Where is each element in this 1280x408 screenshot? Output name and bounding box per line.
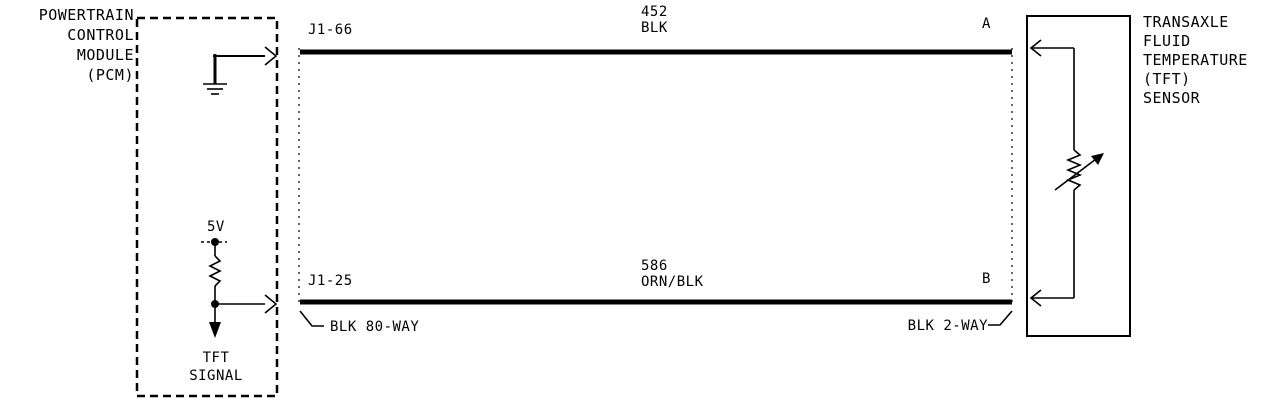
pcm-connector-label: BLK 80-WAY xyxy=(330,319,419,335)
sensor-label-line-4: (TFT) xyxy=(1143,70,1191,88)
sensor-label-line-5: SENSOR xyxy=(1143,89,1201,107)
wire-2-sensor-pin: B xyxy=(982,271,991,287)
wire-1-sensor-pin: A xyxy=(982,16,991,32)
sensor-box xyxy=(1026,15,1131,337)
signal-arrow-down-icon xyxy=(209,322,221,338)
pin-j1-66-arrow-icon xyxy=(264,46,278,66)
pcm-connector-bracket xyxy=(299,310,324,327)
wire-2-pcm-pin: J1-25 xyxy=(308,273,353,289)
sensor-pin-b-arrow-icon xyxy=(1029,289,1042,307)
sensor-connector-label: BLK 2-WAY xyxy=(908,318,988,334)
ground-reference xyxy=(203,54,265,95)
sensor-label-line-2: FLUID xyxy=(1143,32,1191,50)
sensor-label: TRANSAXLE FLUID TEMPERATURE (TFT) SENSOR xyxy=(1143,13,1248,107)
pin-j1-25-arrow-icon xyxy=(264,294,278,314)
signal-label-line-2: SIGNAL xyxy=(189,368,243,384)
pcm-label-line-4: (PCM) xyxy=(86,66,134,84)
thermistor-variable-arrow-icon xyxy=(1091,153,1104,165)
thermistor-icon xyxy=(1065,149,1083,191)
pcm-label-line-3: MODULE xyxy=(77,46,134,64)
sensor-pin-a-arrow-icon xyxy=(1029,39,1042,57)
pcm-label: POWERTRAIN CONTROL MODULE (PCM) xyxy=(39,6,134,84)
wire-1-circuit-number: 452 xyxy=(641,4,668,20)
wire-1-color: BLK xyxy=(641,20,668,36)
sensor-connector-bracket xyxy=(988,310,1013,326)
wire-2-color: ORN/BLK xyxy=(641,274,704,290)
signal-label-line-1: TFT xyxy=(203,350,230,366)
pcm-label-line-1: POWERTRAIN xyxy=(39,6,134,24)
sensor-label-line-1: TRANSAXLE xyxy=(1143,13,1229,31)
voltage-label: 5V xyxy=(207,219,225,235)
voltage-node-dot xyxy=(211,238,219,246)
pull-up-resistor-icon xyxy=(208,255,222,287)
sensor-label-line-3: TEMPERATURE xyxy=(1143,51,1248,69)
sensor-internal-circuit xyxy=(1031,47,1101,299)
signal-node-dot xyxy=(211,300,219,308)
wire-2-circuit-number: 586 xyxy=(641,258,668,274)
wire-1-pcm-pin: J1-66 xyxy=(308,22,353,38)
pcm-module-box xyxy=(135,16,279,398)
pull-up-circuit xyxy=(201,241,265,322)
pcm-label-line-2: CONTROL xyxy=(67,26,134,44)
